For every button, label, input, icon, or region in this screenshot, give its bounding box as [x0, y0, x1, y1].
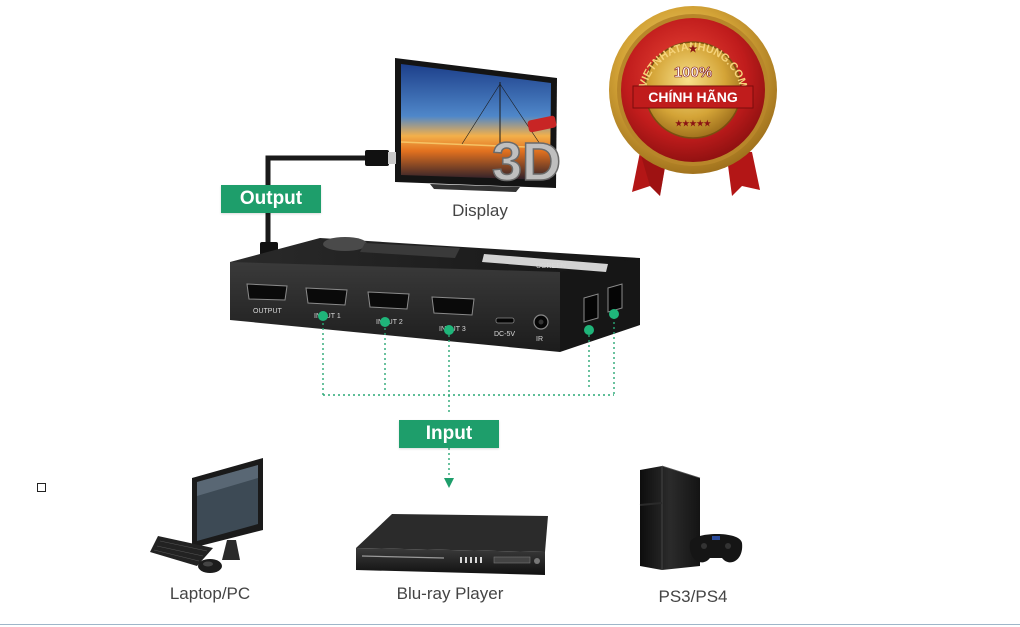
output-port-label: OUTPUT — [253, 308, 283, 315]
output-label: Output — [221, 185, 321, 213]
dc-port-label: DC-5V — [494, 331, 515, 338]
authentic-seal-icon: VIETNHATANHUNG.COM ★ 100% CHÍNH HÃNG ★★★… — [609, 6, 777, 196]
seal-percent: 100% — [674, 64, 712, 81]
ir-port: IR — [533, 314, 549, 343]
3d-badge: 3D — [491, 115, 562, 193]
input-connection-lines — [322, 312, 615, 478]
seal-stars: ★★★★★ — [675, 119, 712, 128]
game-console-icon — [639, 465, 743, 570]
bluray-caption: Blu-ray Player — [396, 584, 504, 603]
hdmi-ports: OUTPUT INPUT 1 INPUT 2 INPUT 3 DC-5V — [246, 283, 623, 343]
port-indicator-dots — [318, 309, 619, 335]
dc-port: DC-5V — [494, 317, 515, 338]
ir-port-label: IR — [536, 336, 543, 343]
laptop-caption: Laptop/PC — [169, 584, 251, 603]
down-arrow-icon — [444, 478, 454, 488]
output-port: OUTPUT — [246, 283, 288, 315]
console-caption: PS3/PS4 — [658, 587, 728, 606]
seal-top-star: ★ — [689, 44, 698, 55]
display-caption: Display — [452, 201, 508, 220]
switch-brand-label: UGREEN — [536, 263, 566, 270]
hdmi-switch-icon: UGREEN — [230, 237, 640, 352]
checkbox-marker[interactable] — [37, 483, 46, 492]
input-label: Input — [399, 420, 499, 448]
desktop-pc-icon — [150, 458, 263, 573]
side-ports — [583, 283, 623, 323]
bottom-divider — [0, 624, 1020, 625]
seal-main-text: CHÍNH HÃNG — [648, 88, 738, 105]
tv-icon — [395, 58, 557, 192]
3d-badge-text: 3D — [492, 132, 561, 192]
bluray-player-icon — [356, 514, 548, 575]
